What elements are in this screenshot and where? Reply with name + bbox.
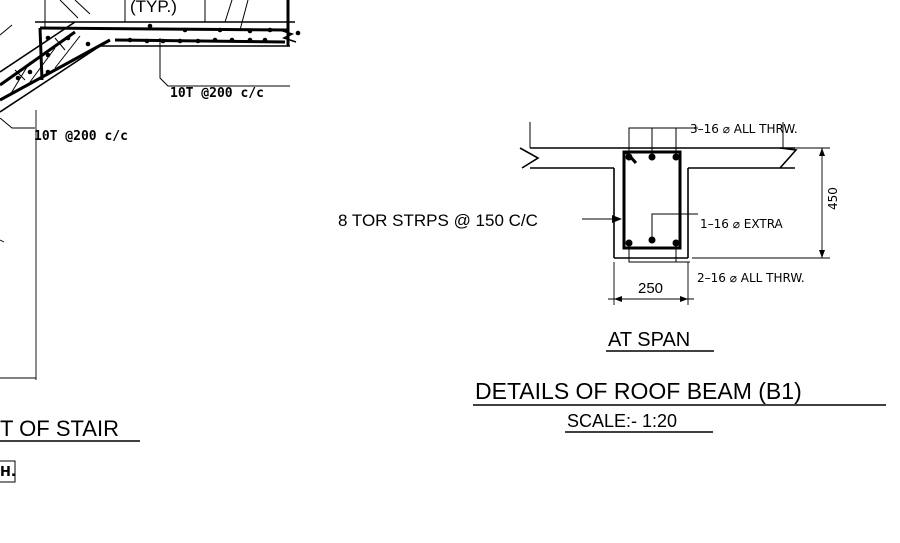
width-arrow-left [614,296,622,302]
stair-tick [0,239,5,243]
bottom-bar-2 [672,239,680,247]
waist-bottom-rebar [0,38,111,102]
depth-arrow-top [819,148,825,156]
stair-box-text: H. [0,465,16,480]
beam-section: 3–16 ⌀ ALL THRW. 1–16 ⌀ EXTRA 2–16 ⌀ ALL… [338,122,886,433]
bar-leader-left [0,117,35,129]
bar-label-top: 10T @200 c/c [170,86,264,101]
bottom-bar-1 [625,239,633,247]
beam-title: DETAILS OF ROOF BEAM (B1) [475,378,802,404]
typ-label: (TYP.) [130,0,177,16]
depth-label: 450 [826,187,840,210]
hatch-line [14,69,26,81]
depth-arrow-bottom [819,250,825,258]
top-leader [628,127,688,152]
landing-top-rebar [39,26,289,32]
width-label: 250 [638,280,663,297]
top-bar-3 [672,153,680,161]
typ-leader-2 [239,0,249,31]
top-bars-label: 3–16 ⌀ ALL THRW. [690,122,798,136]
extra-bars-label: 1–16 ⌀ EXTRA [700,217,784,231]
break-symbol [279,29,297,43]
hatch-line [54,35,81,69]
hatch-line [74,0,91,15]
bar-leader-top [159,38,290,87]
stair-box [0,460,16,483]
waist-slab-top [0,21,76,73]
waist-slab-bottom [0,45,101,113]
bar-label-left: 10T @200 c/c [34,129,128,144]
stirrup-arrow [612,215,622,223]
span-label: AT SPAN [608,329,690,351]
hatch-line [59,0,79,19]
bottom-bars-label: 2–16 ⌀ ALL THRW. [697,271,805,285]
hatch-line [29,47,56,83]
waist-top-rebar [0,30,76,87]
extra-leader [651,213,698,240]
top-bar-2 [648,153,656,161]
hatch-line [0,24,13,36]
bottom-leader [628,248,690,263]
break-right [779,147,798,169]
landing-hook [38,27,44,81]
break-left [519,147,540,169]
stair-section-title: T OF STAIR [0,416,119,441]
top-bar-1 [625,153,633,161]
stair-detail: (TYP.) 10T @200 c/c 10T @200 c/c T OF ST… [0,0,301,483]
width-arrow-right [680,296,688,302]
typ-leader [224,0,233,23]
stirrups-label: 8 TOR STRPS @ 150 C/C [338,211,538,230]
scale-label: SCALE:- 1:20 [567,411,677,431]
hatch-line [54,37,66,51]
stair-rebar-dots [15,23,301,81]
